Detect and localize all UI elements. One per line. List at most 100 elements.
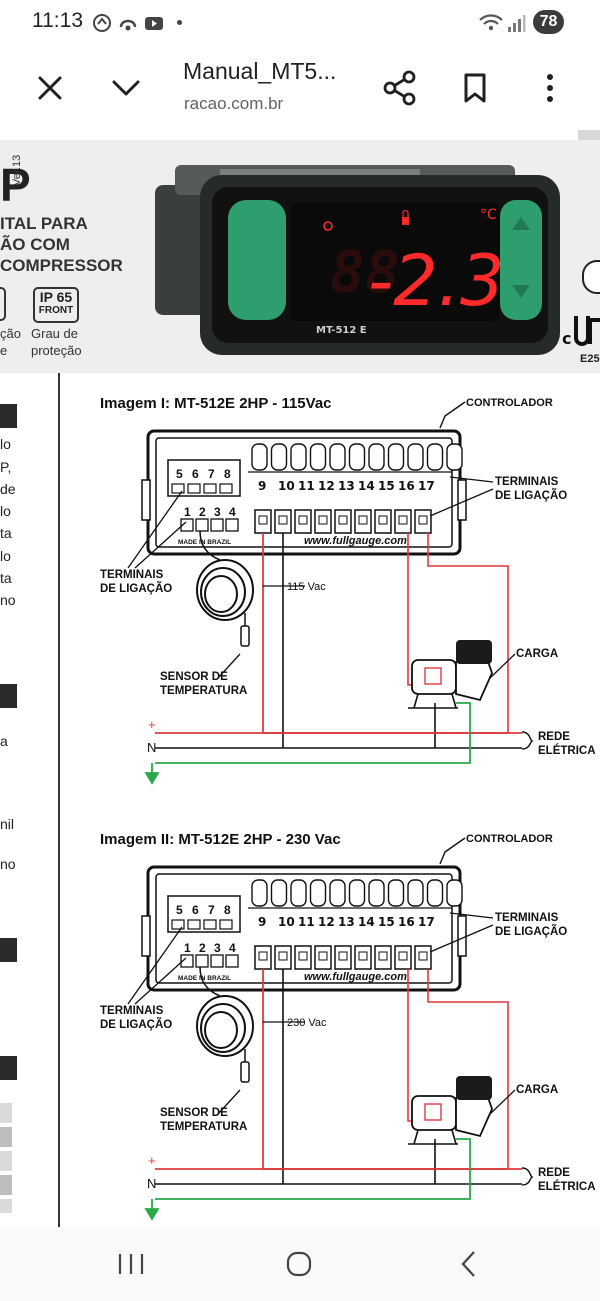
diagram-title: Imagem I: MT-512E 2HP - 115Vac	[100, 395, 332, 412]
wifi-icon	[479, 14, 503, 31]
text-fragment: P,	[0, 459, 12, 475]
expand-button[interactable]	[104, 66, 148, 110]
aux-terminal	[203, 919, 217, 930]
ground-wire	[155, 702, 471, 764]
sensor-coil	[200, 1003, 246, 1053]
product-banner: P Ver.13 ITAL PARA ÃO COM COMPRESSOR ção…	[0, 140, 600, 373]
power-terminal-number: 12	[318, 479, 335, 493]
section-marker	[0, 404, 17, 428]
terminal-screw	[318, 515, 328, 525]
website-label: www.fullgauge.com	[304, 971, 407, 983]
notification-icon	[93, 14, 111, 32]
controller-clip	[141, 479, 151, 521]
share-icon	[383, 70, 416, 106]
sensor-coil	[200, 567, 246, 617]
terminal-cap	[348, 879, 366, 907]
load-label: CARGA	[516, 1084, 558, 1096]
terminals-label: TERMINAIS	[100, 1005, 164, 1017]
section-marker	[0, 684, 17, 708]
sensor-terminal	[225, 518, 239, 532]
aux-terminal	[187, 483, 201, 494]
motor-terminal-box	[424, 667, 442, 685]
bookmark-button[interactable]	[453, 66, 497, 110]
neutral-symbol: N	[147, 740, 156, 755]
aux-terminal	[219, 483, 233, 494]
ground-wire	[155, 1138, 471, 1200]
left-text-column	[0, 373, 60, 1227]
made-in-label: MADE IN BRAZIL	[178, 539, 231, 546]
display-unit: °C	[480, 207, 497, 223]
back-button[interactable]	[436, 1241, 502, 1287]
terminal-cap	[270, 879, 288, 907]
pdf-page[interactable]: P Ver.13 ITAL PARA ÃO COM COMPRESSOR ção…	[0, 130, 600, 1227]
aux-terminal-number: 6	[192, 467, 199, 481]
recent-apps-button[interactable]	[98, 1241, 164, 1287]
close-button[interactable]	[28, 66, 72, 110]
sensor-terminal-number: 1	[184, 941, 191, 955]
controller-clip	[457, 915, 467, 957]
pointer-line	[439, 837, 466, 865]
terminal-cap	[290, 879, 307, 907]
load-wire	[427, 533, 509, 733]
terminal-cap	[407, 443, 424, 471]
live-symbol: +	[148, 1153, 156, 1168]
power-terminal-number: 13	[338, 479, 355, 493]
battery-indicator: 78	[533, 10, 564, 34]
terminal-cap	[407, 879, 424, 907]
website-label: www.fullgauge.com	[304, 535, 407, 547]
sensor-label: SENSOR DE	[160, 671, 228, 683]
controller-clip	[457, 479, 467, 521]
terminal-cap	[251, 443, 268, 471]
power-terminal-number: 17	[418, 479, 435, 493]
terminal-screw	[338, 515, 348, 525]
load-wire	[427, 969, 509, 1169]
terminals-label: TERMINAIS	[100, 569, 164, 581]
terminal-cap	[446, 879, 463, 907]
terminal-screw	[418, 515, 428, 525]
power-terminal-number: 10	[278, 479, 295, 493]
sensor-terminal-number: 2	[199, 505, 206, 519]
text-fragment: nil	[0, 816, 15, 832]
terminal-screw	[258, 515, 268, 525]
terminals-label: DE LIGAÇÃO	[100, 582, 172, 595]
signal-icon	[508, 15, 526, 32]
sensor-label: SENSOR DE	[160, 1107, 228, 1119]
grid-brace	[521, 1167, 534, 1186]
pointer-line	[127, 490, 187, 569]
power-terminal-number: 15	[378, 915, 395, 929]
made-in-label: MADE IN BRAZIL	[178, 975, 231, 982]
motor-terminal-box	[424, 1103, 442, 1121]
page-title[interactable]: Manual_MT5...	[183, 58, 337, 84]
more-vert-icon	[547, 74, 553, 102]
home-button[interactable]	[266, 1241, 332, 1287]
power-terminal-number: 16	[398, 479, 415, 493]
diagram-title: Imagem II: MT-512E 2HP - 230 Vac	[100, 831, 341, 848]
heading-line: ITAL PARA	[0, 214, 88, 233]
terminal-screw	[258, 951, 268, 961]
terminal-cap	[368, 879, 385, 907]
terminals-label: DE LIGAÇÃO	[100, 1018, 172, 1031]
page-edge	[578, 130, 600, 140]
share-button[interactable]	[378, 66, 422, 110]
terminals-label: DE LIGAÇÃO	[495, 489, 567, 502]
live-symbol: +	[148, 717, 156, 732]
back-icon	[461, 1251, 475, 1277]
more-options-button[interactable]	[528, 66, 572, 110]
power-terminal-number: 11	[298, 479, 315, 493]
terminal-cap	[290, 443, 307, 471]
controller-frame	[155, 873, 453, 984]
page-url[interactable]: racao.com.br	[184, 94, 284, 113]
section-marker	[0, 1056, 17, 1080]
terminal-screw	[358, 515, 368, 525]
svg-text:c: c	[562, 329, 571, 348]
sensor-terminal	[195, 518, 209, 532]
sensor-terminal-number: 1	[184, 505, 191, 519]
feature-icon	[0, 287, 6, 321]
sensor-terminal	[210, 954, 224, 968]
caption-line: ção	[0, 326, 21, 341]
terminal-screw	[418, 951, 428, 961]
model-letter: P	[0, 159, 31, 211]
live-wire	[262, 533, 508, 734]
text-fragment: lo	[0, 503, 11, 519]
